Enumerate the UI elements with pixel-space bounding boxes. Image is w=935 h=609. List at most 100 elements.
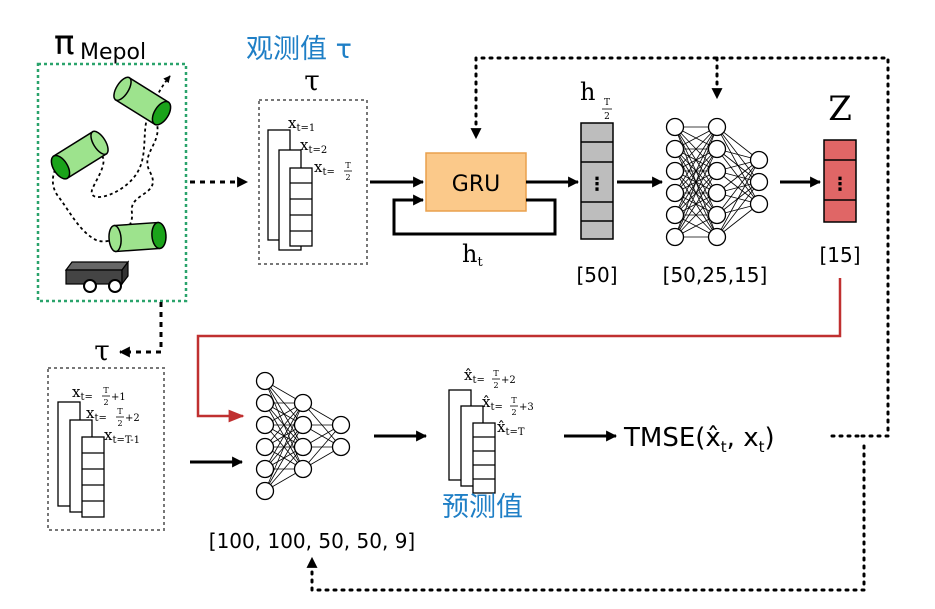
network-node	[293, 393, 313, 413]
future-sheet-3	[81, 436, 105, 518]
network-node	[293, 415, 313, 435]
policy-box	[36, 62, 188, 303]
gru-block: GRU ht	[392, 152, 557, 270]
future-tau: τ	[94, 334, 110, 367]
network-node	[707, 183, 727, 203]
network-edge	[264, 424, 304, 492]
svg-text:+1: +1	[111, 392, 126, 403]
svg-text:xt=: xt=	[86, 404, 107, 424]
network-node	[255, 393, 275, 413]
network-node	[255, 459, 275, 479]
hidden-state-dim: [50]	[576, 263, 617, 287]
network-node	[707, 205, 727, 225]
network-edge	[264, 402, 304, 470]
svg-text:T: T	[604, 98, 610, 108]
network-edge	[264, 402, 304, 492]
decoder-network	[255, 371, 351, 501]
hidden-state: h T 2 ⋮ [50]	[576, 78, 617, 287]
latent-z: Z ⋮ [15]	[819, 89, 860, 267]
network-node	[665, 227, 685, 247]
network-node	[255, 415, 275, 435]
svg-text:2: 2	[511, 408, 516, 417]
network-edge	[674, 126, 718, 172]
decoder-mlp: [100, 100, 50, 50, 9]	[209, 371, 415, 553]
network-node	[255, 437, 275, 457]
gru-label: GRU	[452, 172, 500, 197]
latent-label: Z	[828, 89, 852, 129]
svg-text:2: 2	[103, 398, 108, 407]
svg-text:T: T	[511, 396, 517, 405]
gru-hidden-label: ht	[462, 240, 483, 270]
svg-text:h: h	[580, 78, 595, 106]
future-label-t1: xt= T 2 +1	[72, 383, 126, 407]
network-node	[665, 117, 685, 137]
cylinder-robot-3	[108, 221, 167, 253]
network-node	[707, 139, 727, 159]
svg-text:+2: +2	[501, 375, 516, 386]
obs-label-half: xt= T 2	[314, 158, 352, 182]
encoder-mlp: [50,25,15]	[663, 117, 769, 287]
svg-text:T: T	[345, 161, 351, 170]
observations-title: 观测值 τ	[246, 34, 352, 65]
network-node	[707, 161, 727, 181]
network-edge	[716, 159, 760, 238]
hidden-state-dots: ⋮	[588, 174, 606, 195]
network-edge	[716, 159, 760, 216]
svg-text:2: 2	[604, 112, 610, 122]
future-label-t2: xt= T 2 +2	[86, 404, 140, 428]
network-node	[293, 459, 313, 479]
network-edge	[674, 170, 718, 238]
pred-sheet-3	[472, 422, 496, 494]
network-node	[707, 227, 727, 247]
cart-robot	[64, 260, 130, 293]
svg-text:2: 2	[493, 381, 498, 390]
policy-subscript: Mepol	[80, 40, 146, 65]
pred-label-3: x̂t=T	[497, 418, 525, 438]
network-edge	[264, 446, 304, 492]
svg-text:xt=: xt=	[72, 383, 93, 403]
svg-text:+3: +3	[519, 402, 534, 413]
decoder-mlp-dims: [100, 100, 50, 50, 9]	[209, 529, 415, 553]
network-node	[665, 205, 685, 225]
pred-label-1: x̂t= T 2 +2	[464, 366, 516, 390]
obs-sheet-3	[289, 167, 313, 247]
hidden-state-label: h T 2	[580, 78, 612, 122]
policy-to-future-arrow	[118, 302, 163, 358]
encoder-mlp-dims: [50,25,15]	[663, 263, 768, 287]
network-node	[331, 437, 351, 457]
future-label-t3: xt=T-1	[104, 426, 140, 446]
network-edge	[264, 402, 304, 448]
network-node	[255, 371, 275, 391]
obs-label-t1: xt=1	[288, 114, 315, 134]
network-edge	[674, 148, 718, 238]
observations-panel: 观测值 τ τ xt=1 xt=2 xt= T 2	[246, 34, 368, 265]
loss-to-decoder-feedback	[306, 444, 866, 592]
network-edge	[716, 181, 760, 238]
svg-text:2: 2	[117, 419, 122, 428]
svg-text:T: T	[103, 386, 109, 395]
policy-symbol: π	[54, 23, 74, 63]
cylinder-robot-1	[113, 76, 172, 126]
obs-label-t2: xt=2	[300, 136, 327, 156]
svg-text:T: T	[117, 407, 123, 416]
network-node	[749, 194, 769, 214]
future-box	[47, 367, 165, 531]
svg-text:xt=: xt=	[314, 158, 335, 178]
predictions-panel: x̂t= T 2 +2 x̂t= T 2 +3 x̂t=T 预测值	[442, 366, 534, 523]
network-node	[749, 172, 769, 192]
future-panel: τ xt= T 2 +1 xt= T 2 +2 xt=T-1	[47, 334, 165, 531]
observations-tau: τ	[304, 64, 320, 97]
policy-panel: π Mepol	[36, 23, 188, 303]
latent-vector	[823, 139, 857, 223]
loss-formula: TMSE(x̂t, xt)	[623, 423, 775, 456]
svg-text:2: 2	[345, 173, 350, 182]
network-node	[293, 437, 313, 457]
network-edge	[674, 192, 718, 238]
gru-recurrent-arrow	[392, 194, 557, 236]
latent-to-decoder-arrow	[196, 278, 842, 423]
network-edge	[674, 126, 718, 216]
network-node	[707, 117, 727, 137]
latent-dim: [15]	[819, 243, 860, 267]
pred-label-2: x̂t= T 2 +3	[482, 393, 534, 417]
